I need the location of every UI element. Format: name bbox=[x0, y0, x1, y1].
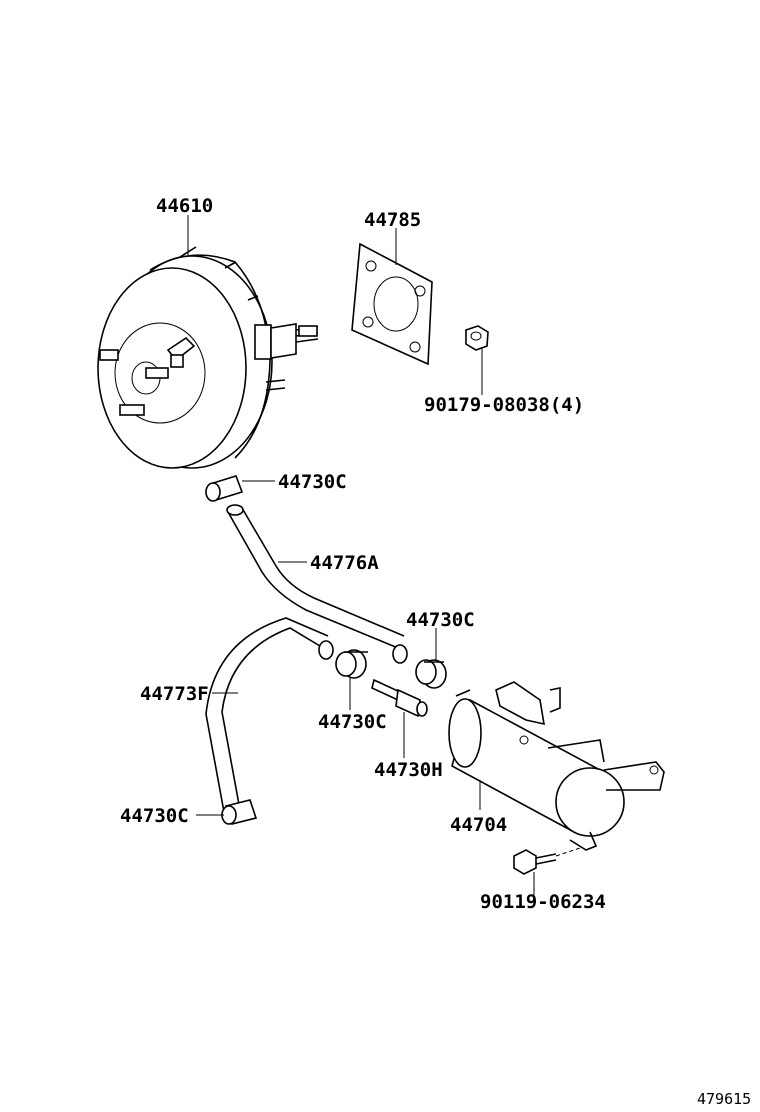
label-clamp-right: 44730C bbox=[406, 609, 475, 631]
nut-drawing bbox=[465, 325, 489, 351]
label-check-valve: 44730H bbox=[374, 759, 443, 781]
check-valve-drawing bbox=[371, 678, 428, 718]
clamp-right-drawing bbox=[415, 659, 447, 689]
label-hose-f: 44773F bbox=[140, 683, 209, 705]
bolt-drawing bbox=[513, 847, 581, 875]
label-clamp-top: 44730C bbox=[278, 471, 347, 493]
label-hose-a: 44776A bbox=[310, 552, 379, 574]
label-clamp-bottom: 44730C bbox=[120, 805, 189, 827]
label-gasket: 44785 bbox=[364, 209, 421, 231]
diagram-id: 479615 bbox=[697, 1090, 751, 1108]
label-clamp-mid: 44730C bbox=[318, 711, 387, 733]
clamp-top-drawing bbox=[205, 475, 244, 502]
vacuum-tank-drawing bbox=[448, 681, 665, 851]
label-bolt: 90119-06234 bbox=[480, 891, 606, 913]
label-nut: 90179-08038(4) bbox=[424, 394, 584, 416]
clamp-bottom-drawing bbox=[221, 799, 258, 825]
hose-a-drawing bbox=[226, 504, 408, 664]
label-tank: 44704 bbox=[450, 814, 507, 836]
gasket-drawing bbox=[351, 242, 433, 366]
label-booster: 44610 bbox=[156, 195, 213, 217]
clamp-mid-drawing bbox=[335, 649, 368, 679]
brake-booster-drawing bbox=[97, 246, 319, 469]
hose-f-drawing bbox=[205, 617, 334, 813]
